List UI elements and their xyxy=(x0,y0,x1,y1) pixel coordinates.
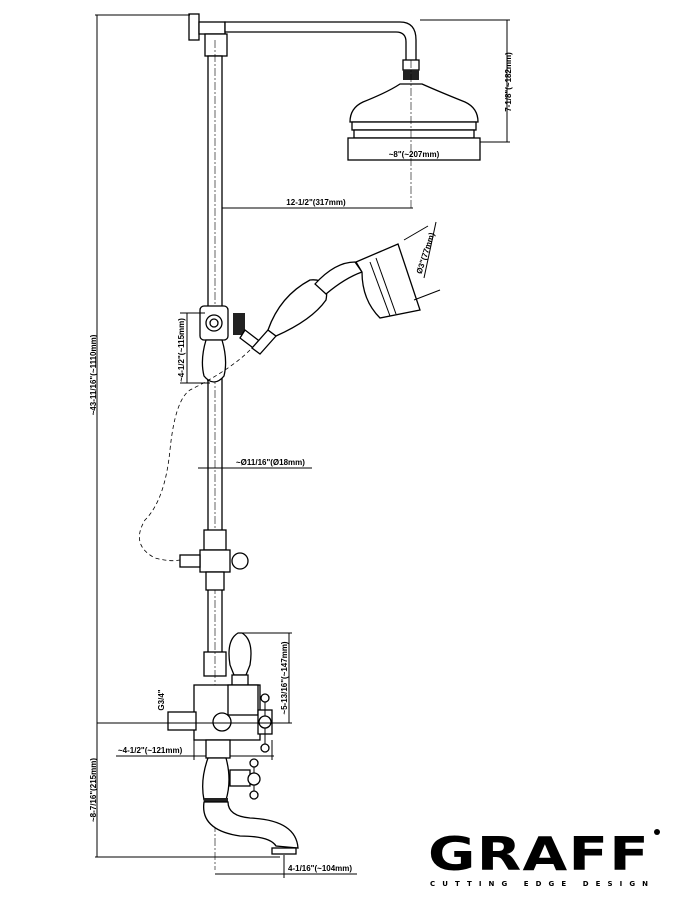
dim-spout-height: ~8-7/16"(215mm) xyxy=(89,723,280,858)
hose xyxy=(138,349,251,562)
registered-mark-icon xyxy=(654,829,660,835)
mixer-depth-label: ~4-1/2"(~121mm) xyxy=(118,746,183,755)
dim-total-height: ~43-11/16"(~1110mm) xyxy=(89,14,190,723)
tub-spout xyxy=(202,739,299,855)
thermostatic-mixer: G3/4" xyxy=(157,632,273,753)
mixer-height-label: ~5-13/16"(~147mm) xyxy=(280,641,289,715)
hose-connector xyxy=(179,529,249,591)
head-diameter-label: ~8"(~207mm) xyxy=(389,150,440,159)
dim-arm-reach: 12-1/2"(317mm) xyxy=(215,198,413,209)
shower-head xyxy=(347,59,481,210)
brand-name: GRAFF xyxy=(428,827,650,881)
dim-pipe-diameter: ~Ø11/16"(Ø18mm) xyxy=(198,458,312,469)
inlet-thread-label: G3/4" xyxy=(157,689,166,710)
brand-tagline: CUTTING EDGE DESIGN xyxy=(430,880,654,888)
dim-mixer-height: ~5-13/16"(~147mm) xyxy=(97,632,292,724)
dim-mixer-depth: ~4-1/2"(~121mm) xyxy=(116,740,274,760)
handshower-holder xyxy=(199,305,245,383)
arm-reach-label: 12-1/2"(317mm) xyxy=(286,198,346,207)
shower-arm xyxy=(188,13,417,63)
dim-head-diameter: ~8"(~207mm) xyxy=(349,150,479,161)
spout-reach-label: 4-1/16"(~104mm) xyxy=(288,864,352,873)
dim-spout-reach: 4-1/16"(~104mm) xyxy=(215,855,357,878)
spout-height-label: ~8-7/16"(215mm) xyxy=(89,758,98,822)
total-height-label: ~43-11/16"(~1110mm) xyxy=(89,334,98,415)
pipe-diameter-label: ~Ø11/16"(Ø18mm) xyxy=(236,458,305,467)
holder-height-label: ~4-1/2"(~115mm) xyxy=(177,318,186,382)
dim-head-height: 7-1/8"(~182mm) xyxy=(420,19,513,143)
dim-holder-height: ~4-1/2"(~115mm) xyxy=(177,312,210,384)
head-height-label: 7-1/8"(~182mm) xyxy=(504,52,513,112)
